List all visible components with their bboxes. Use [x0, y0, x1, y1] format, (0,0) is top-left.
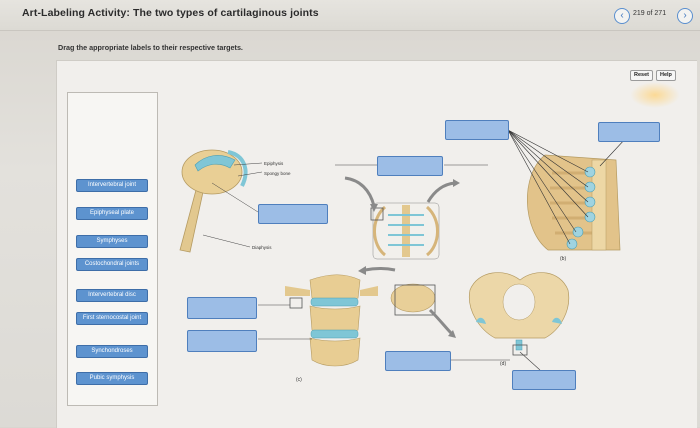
target-vertebra-upper[interactable]: [187, 297, 257, 319]
target-rib-upper[interactable]: [445, 120, 509, 140]
target-rib-right[interactable]: [598, 122, 660, 142]
target-humerus[interactable]: [258, 204, 328, 224]
next-button[interactable]: ›: [677, 8, 693, 24]
screen-glare: [630, 82, 680, 108]
label-intervertebral-disc[interactable]: Intervertebral disc: [76, 289, 148, 302]
diaphysis-text: Diaphysis: [252, 245, 272, 250]
label-pubic-symphysis[interactable]: Pubic symphysis: [76, 372, 148, 385]
vertebral-column-illustration: [258, 274, 378, 367]
target-thorax[interactable]: [377, 156, 443, 176]
label-synchondroses[interactable]: Synchondroses: [76, 345, 148, 358]
part-d-label: (d): [500, 361, 506, 367]
previous-button[interactable]: ‹: [614, 8, 630, 24]
target-pelvis-left[interactable]: [385, 351, 451, 371]
thorax-illustration: [335, 164, 488, 316]
pelvis-illustration: [450, 272, 570, 371]
label-costochondral-joints[interactable]: Costochondral joints: [76, 258, 148, 271]
label-intervertebral-joint[interactable]: Intervertebral joint: [76, 179, 148, 192]
page-counter: 219 of 271: [633, 10, 667, 17]
target-vertebra-lower[interactable]: [187, 330, 257, 352]
chevron-right-icon: ›: [683, 10, 687, 21]
chevron-left-icon: ‹: [620, 10, 624, 21]
target-pelvis-right[interactable]: [512, 370, 576, 390]
spongy-bone-text: Spongy bone: [264, 171, 291, 176]
epiphysis-text: Epiphysis: [264, 161, 284, 166]
title-bar: Art-Labeling Activity: The two types of …: [0, 0, 700, 31]
help-button[interactable]: Help: [656, 70, 676, 81]
rib-cage-illustration: [507, 129, 627, 251]
label-symphyses[interactable]: Symphyses: [76, 235, 148, 248]
part-b-label: (b): [560, 256, 566, 262]
part-c-label: (c): [296, 377, 302, 383]
humerus-illustration: [179, 149, 263, 253]
label-first-sternocostal-joint[interactable]: First sternocostal joint: [76, 312, 148, 325]
activity-title: Art-Labeling Activity: The two types of …: [22, 7, 319, 19]
reset-button[interactable]: Reset: [630, 70, 653, 81]
label-epiphyseal-plate[interactable]: Epiphyseal plate: [76, 207, 148, 220]
instructions-text: Drag the appropriate labels to their res…: [58, 43, 243, 52]
